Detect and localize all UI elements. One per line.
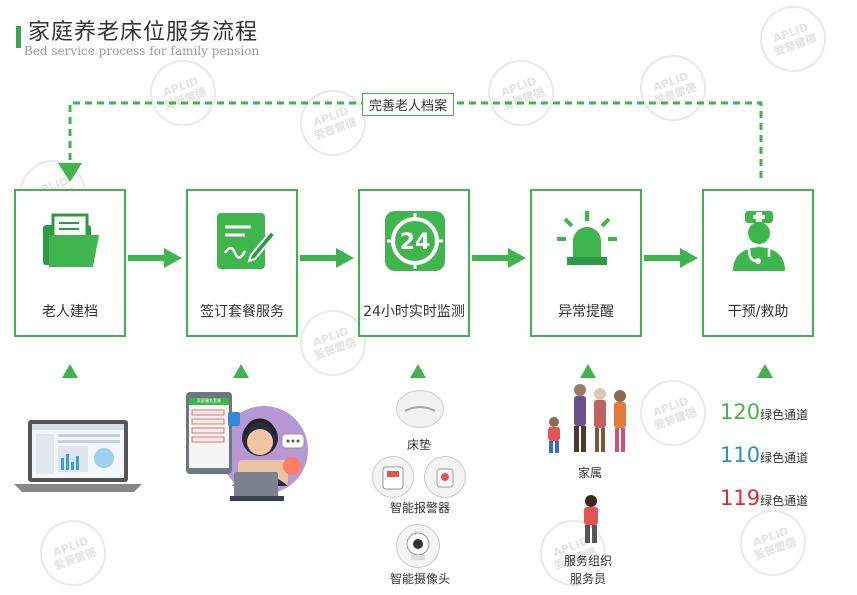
phone-screen-header: 家庭服务套餐: [197, 398, 221, 403]
flow-arrow: [472, 248, 526, 268]
flow-arrow: [128, 248, 182, 268]
device-label-alarm: 智能报警器: [389, 501, 450, 515]
hotline-110: 110绿色通道: [720, 443, 809, 467]
step-label: 干预/救助: [727, 304, 789, 320]
step-label: 老人建档: [42, 304, 98, 320]
flow-arrow: [644, 248, 698, 268]
page-title: 家庭养老床位服务流程: [28, 20, 259, 45]
title-accent-bar: [16, 26, 21, 48]
step-box-intervention: 干预/救助: [702, 189, 814, 337]
step-label: 24小时实时监测: [363, 304, 465, 320]
alarm-device-icon: [372, 456, 414, 498]
clock-24-icon: 24: [385, 211, 445, 271]
up-arrow-icon: [62, 364, 78, 378]
doctor-icon: [733, 211, 785, 271]
laptop-illustration: [14, 420, 142, 492]
up-arrow-icon: [233, 364, 249, 378]
mattress-icon: [396, 390, 444, 428]
page-subtitle: Bed service process for family pension: [24, 44, 260, 58]
people-label-service-staff: 服务员: [569, 572, 606, 586]
alarm-button-icon: [424, 456, 466, 498]
step-box-create-record: 老人建档: [14, 189, 126, 337]
up-arrow-icon: [757, 364, 773, 378]
alarm-light-icon: [557, 211, 617, 265]
hotline-119: 119绿色通道: [720, 486, 809, 510]
service-staff-illustration: [584, 495, 598, 543]
hotline-120: 120绿色通道: [720, 400, 809, 424]
step-box-monitoring: 24 24小时实时监测: [358, 189, 470, 337]
folder-icon: [43, 213, 99, 267]
loop-label: 完善老人档案: [362, 93, 455, 116]
up-arrow-icon: [410, 364, 426, 378]
people-label-family: 家属: [577, 466, 602, 480]
device-label-camera: 智能摄像头: [389, 572, 450, 586]
call-center-illustration: [186, 392, 308, 501]
step-box-sign-package: 签订套餐服务: [186, 189, 298, 337]
step-label: 签订套餐服务: [200, 304, 284, 320]
camera-icon: [396, 524, 440, 568]
family-illustration: [548, 384, 626, 453]
step-box-abnormal-alert: 异常提醒: [530, 189, 642, 337]
up-arrow-icon: [580, 364, 596, 378]
device-label-mattress: 床垫: [406, 438, 431, 452]
people-label-service-org: 服务组织: [563, 554, 612, 568]
flow-arrow: [300, 248, 354, 268]
svg-text:24: 24: [400, 230, 431, 255]
contract-sign-icon: [217, 213, 275, 269]
step-label: 异常提醒: [558, 304, 614, 320]
